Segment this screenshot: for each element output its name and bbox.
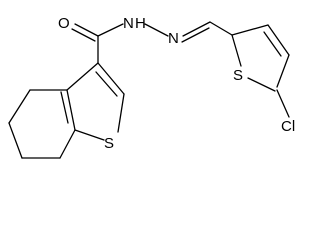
cyclohexane-ring bbox=[8, 89, 76, 159]
label-n2: N bbox=[168, 30, 179, 47]
bond-c3-c2 bbox=[97, 62, 125, 95]
label-s-left: S bbox=[104, 135, 114, 152]
bond-c4-c5-right bbox=[276, 54, 290, 88]
label-s-right: S bbox=[233, 67, 243, 84]
bond-s-c2-right bbox=[231, 34, 242, 67]
hydrazone-linker bbox=[97, 21, 233, 43]
bond-c5-cl bbox=[276, 89, 290, 118]
bond-c5-c6 bbox=[8, 122, 23, 159]
bond-c3a-c3 bbox=[66, 62, 99, 91]
bond-s-c7a bbox=[74, 129, 105, 141]
bond-c2-s bbox=[117, 93, 125, 133]
label-chlorine: Cl bbox=[281, 118, 295, 135]
bond-c7-c7a bbox=[59, 129, 76, 159]
bond-n1-n2 bbox=[144, 23, 169, 37]
carbonyl-group bbox=[71, 23, 99, 42]
molecule-diagram: O N H N S S Cl bbox=[8, 15, 295, 159]
bond-c7a-c3a-double bbox=[60, 91, 69, 124]
bond-c3-c2-double bbox=[95, 71, 118, 97]
bond-c2-c3-right bbox=[231, 24, 269, 36]
label-h: H bbox=[135, 15, 146, 32]
fused-thiophene-ring bbox=[60, 62, 125, 141]
label-n1: N bbox=[123, 15, 134, 32]
bond-c3-c4-right-double bbox=[263, 31, 282, 57]
bond-c4-c5 bbox=[8, 89, 31, 124]
bond-n2-ch-double bbox=[181, 27, 210, 43]
bond-c-o-double bbox=[71, 28, 96, 42]
bond-c7a-c3a bbox=[66, 89, 76, 131]
structure-svg: O N H N S S Cl bbox=[8, 15, 295, 159]
bond-c5-s-right bbox=[247, 77, 276, 92]
bond-n2-ch bbox=[182, 21, 211, 37]
label-oxygen: O bbox=[58, 15, 70, 32]
bond-c-o bbox=[74, 23, 99, 37]
bond-ch-thiophene bbox=[209, 21, 233, 36]
bond-c-n1 bbox=[97, 23, 124, 37]
chlorothiophene-ring bbox=[231, 24, 290, 118]
bond-c3-c4-right bbox=[267, 24, 290, 56]
